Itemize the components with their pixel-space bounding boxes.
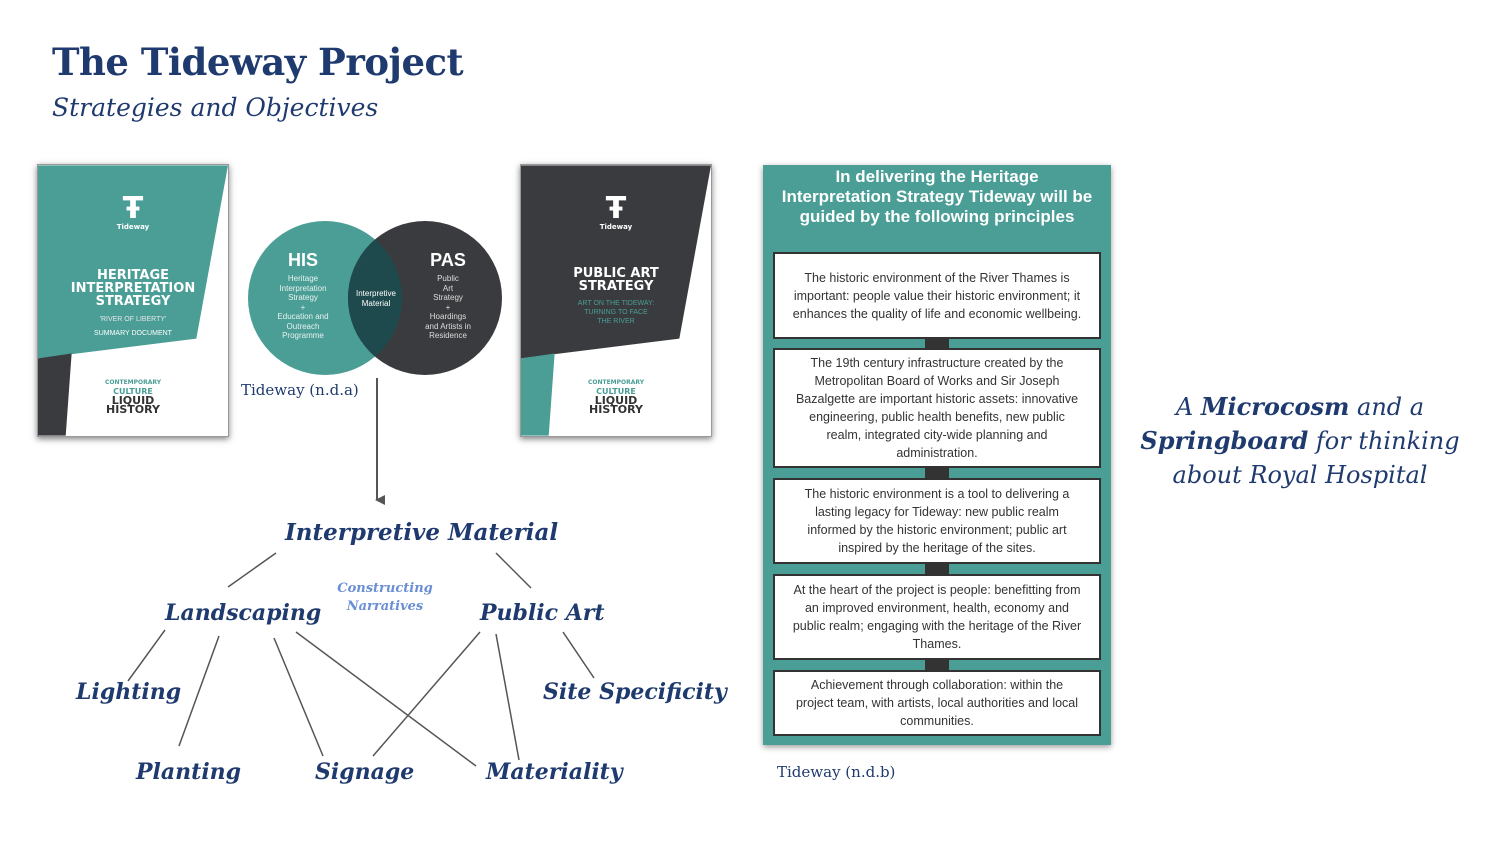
booklet-subtitle: ART ON THE TIDEWAY: TURNING TO FACE THE … [577,300,655,325]
principle-box: The 19th century infrastructure created … [773,348,1101,468]
venn-caption: Tideway (n.d.a) [241,381,359,399]
principle-connector [925,564,949,576]
booklet-subtitle: 'RIVER OF LIBERTY' [99,316,167,323]
heritage-strategy-booklet: Ŧ Tideway HERITAGE INTERPRETATION STRATE… [37,164,229,437]
node-landscaping: Landscaping [165,600,322,626]
principle-box: At the heart of the project is people: b… [773,574,1101,660]
page-subtitle: Strategies and Objectives [52,93,379,122]
booklet-background [521,165,711,436]
liquid-history-logo: CONTEMPORARY CULTURE LIQUID HISTORY [587,379,645,416]
principle-connector [925,660,949,672]
edge-publicart-site-specificity [562,631,595,679]
node-public-art: Public Art [480,600,605,626]
page-title: The Tideway Project [52,40,464,84]
principle-box: The historic environment of the River Th… [773,252,1101,339]
node-site-specificity: Site Specificity [543,679,727,705]
node-interpretive-material: Interpretive Material [285,519,559,546]
principle-box: Achievement through collaboration: withi… [773,670,1101,736]
edge-publicart-materiality [495,633,520,761]
principles-heading: In delivering the Heritage Interpretatio… [781,167,1093,226]
edge-landscaping-signage [273,637,324,757]
booklet-doc-type: SUMMARY DOCUMENT [94,330,172,337]
panel-caption: Tideway (n.d.b) [777,763,896,781]
venn-diagram [248,221,502,375]
principles-panel: In delivering the Heritage Interpretatio… [763,165,1111,745]
principle-connector [925,468,949,480]
tagline: A Microcosm and a Springboard for thinki… [1140,392,1460,489]
edge-landscaping-lighting [127,629,166,682]
liquid-history-logo: CONTEMPORARY CULTURE LIQUID HISTORY [104,379,162,416]
booklet-background [38,165,228,436]
principle-box: The historic environment is a tool to de… [773,478,1101,564]
tideway-logo-icon: Ŧ Tideway [116,191,150,232]
edge-publicart-signage [372,631,481,757]
booklet-title: HERITAGE INTERPRETATION STRATEGY [70,268,196,309]
node-lighting: Lighting [76,679,182,705]
public-art-strategy-booklet: Ŧ Tideway PUBLIC ART STRATEGY ART ON THE… [520,164,712,437]
node-signage: Signage [315,759,415,785]
booklet-title: PUBLIC ART STRATEGY [573,266,659,294]
node-planting: Planting [136,759,242,785]
edge-root-public-art [495,552,532,589]
edge-landscaping-materiality [295,631,477,767]
edge-landscaping-planting [178,635,220,747]
overlap-region [348,221,402,375]
edge-root-landscaping [227,552,277,588]
tideway-logo-icon: Ŧ Tideway [599,191,633,232]
node-materiality: Materiality [486,759,623,785]
tree-connectors [127,378,595,767]
